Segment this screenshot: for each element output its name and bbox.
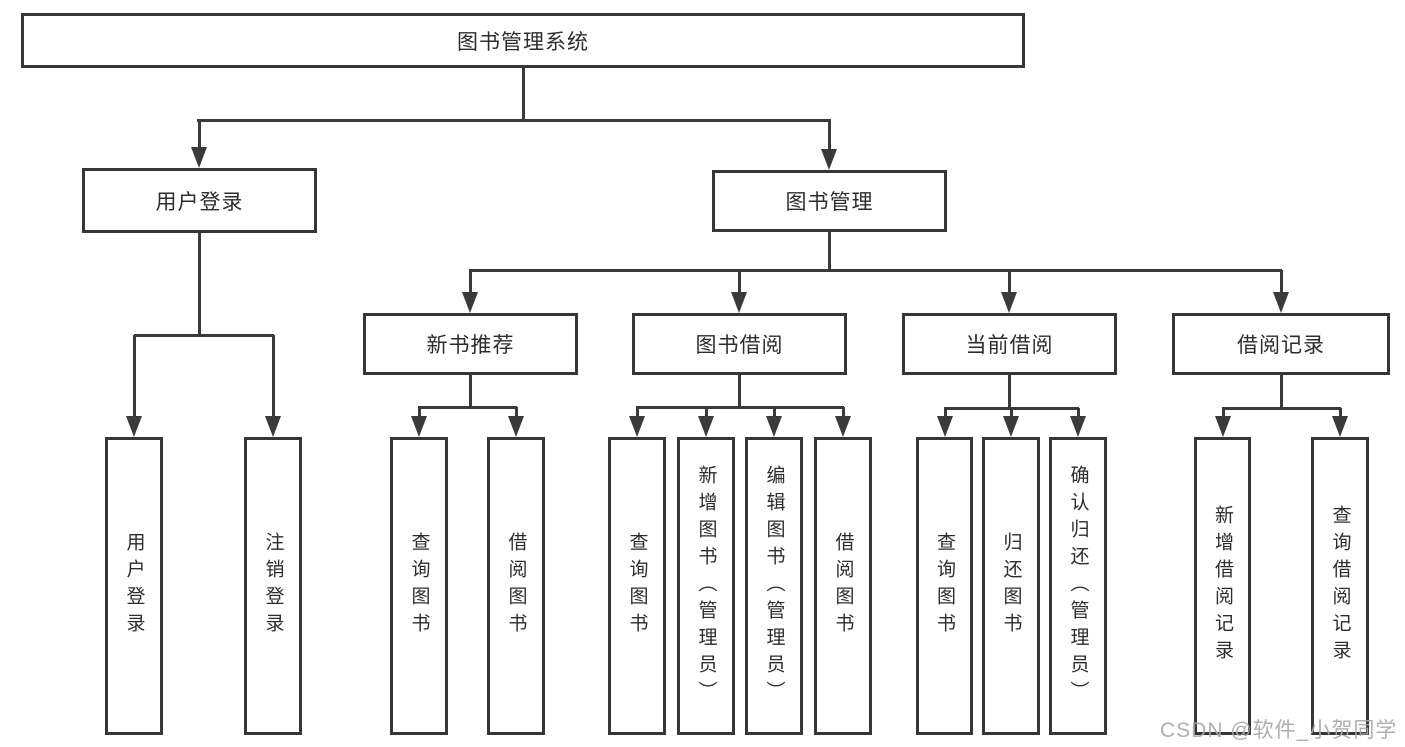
- arrowhead-icon: [1215, 416, 1231, 437]
- connector-line: [773, 407, 776, 418]
- leaf-confirm-return-admin-label: 确认归还（管理员）: [1067, 464, 1089, 708]
- arrowhead-icon: [766, 416, 782, 437]
- connector-line: [1222, 408, 1225, 418]
- arrowhead-icon: [821, 149, 837, 170]
- connector-line: [197, 119, 831, 122]
- leaf-add-books-admin-label: 新增图书（管理员）: [695, 464, 717, 708]
- connector-line: [1008, 270, 1011, 294]
- leaf-add-borrow-record: 新增借阅记录: [1194, 437, 1251, 735]
- connector-line: [1077, 408, 1080, 418]
- connector-line: [515, 407, 518, 418]
- arrowhead-icon: [462, 292, 478, 313]
- leaf-query-books-1-label: 查询图书: [408, 532, 430, 640]
- leaf-query-books-2-label: 查询图书: [626, 532, 648, 640]
- arrowhead-icon: [1273, 292, 1289, 313]
- leaf-borrow-books-2-label: 借阅图书: [832, 532, 854, 640]
- arrowhead-icon: [191, 147, 207, 168]
- connector-line: [469, 375, 472, 407]
- leaf-add-borrow-record-label: 新增借阅记录: [1212, 505, 1233, 667]
- connector-line: [522, 68, 525, 120]
- node-root: 图书管理系统: [21, 13, 1025, 68]
- arrowhead-icon: [629, 416, 645, 437]
- node-user-login: 用户登录: [82, 168, 317, 233]
- arrowhead-icon: [508, 416, 524, 437]
- connector-line: [738, 270, 741, 294]
- arrowhead-icon: [1070, 416, 1086, 437]
- connector-line: [469, 269, 1282, 272]
- node-borrow-records-label: 借阅记录: [1237, 334, 1325, 357]
- leaf-query-borrow-record: 查询借阅记录: [1311, 437, 1369, 735]
- node-book-borrow-label: 图书借阅: [695, 334, 784, 357]
- leaf-add-books-admin: 新增图书（管理员）: [677, 437, 735, 735]
- connector-line: [828, 120, 831, 151]
- arrowhead-icon: [126, 416, 142, 437]
- connector-line: [272, 335, 275, 418]
- connector-line: [134, 334, 274, 337]
- arrowhead-icon: [937, 416, 953, 437]
- leaf-query-books-3: 查询图书: [916, 437, 973, 735]
- arrowhead-icon: [411, 416, 427, 437]
- connector-line: [842, 407, 845, 418]
- connector-line: [1339, 408, 1342, 418]
- arrowhead-icon: [1003, 416, 1019, 437]
- connector-line: [1222, 407, 1341, 410]
- connector-line: [1280, 375, 1283, 408]
- watermark: CSDN @软件_小贺同学: [1160, 719, 1398, 742]
- connector-line: [469, 270, 472, 294]
- leaf-borrow-books-2: 借阅图书: [814, 437, 872, 735]
- connector-line: [944, 407, 1079, 410]
- connector-line: [636, 407, 639, 418]
- node-current-borrow: 当前借阅: [902, 313, 1117, 375]
- connector-line: [1280, 270, 1283, 294]
- leaf-logout-label: 注销登录: [262, 532, 284, 640]
- arrowhead-icon: [731, 292, 747, 313]
- connector-line: [1010, 408, 1013, 418]
- node-borrow-records: 借阅记录: [1172, 313, 1390, 375]
- leaf-borrow-books-1-label: 借阅图书: [505, 532, 527, 640]
- connector-line: [198, 233, 201, 335]
- leaf-user-login-label: 用户登录: [123, 532, 145, 640]
- node-current-borrow-label: 当前借阅: [965, 334, 1054, 357]
- arrowhead-icon: [835, 416, 851, 437]
- connector-line: [1008, 375, 1011, 408]
- connector-line: [418, 407, 421, 418]
- leaf-user-login: 用户登录: [105, 437, 163, 735]
- node-new-book-recommend: 新书推荐: [363, 313, 578, 375]
- connector-line: [198, 120, 201, 149]
- leaf-query-books-3-label: 查询图书: [934, 532, 955, 640]
- leaf-confirm-return-admin: 确认归还（管理员）: [1049, 437, 1107, 735]
- arrowhead-icon: [1332, 416, 1348, 437]
- leaf-query-borrow-record-label: 查询借阅记录: [1329, 505, 1351, 667]
- node-new-book-recommend-label: 新书推荐: [426, 334, 515, 357]
- connector-line: [828, 232, 831, 270]
- leaf-edit-books-admin: 编辑图书（管理员）: [745, 437, 803, 735]
- leaf-query-books-2: 查询图书: [608, 437, 666, 735]
- arrowhead-icon: [265, 416, 281, 437]
- connector-line: [944, 408, 947, 418]
- node-user-login-label: 用户登录: [155, 190, 244, 214]
- leaf-return-books-label: 归还图书: [1000, 532, 1022, 640]
- connector-line: [636, 406, 844, 409]
- connector-line: [418, 406, 517, 409]
- leaf-return-books: 归还图书: [982, 437, 1040, 735]
- connector-line: [738, 375, 741, 407]
- arrowhead-icon: [698, 416, 714, 437]
- leaf-query-books-1: 查询图书: [390, 437, 448, 735]
- node-book-management: 图书管理: [712, 170, 947, 232]
- leaf-edit-books-admin-label: 编辑图书（管理员）: [763, 464, 785, 708]
- connector-line: [705, 407, 708, 418]
- node-book-borrow: 图书借阅: [632, 313, 847, 375]
- leaf-borrow-books-1: 借阅图书: [487, 437, 545, 735]
- arrowhead-icon: [1001, 292, 1017, 313]
- connector-line: [133, 335, 136, 418]
- node-book-management-label: 图书管理: [785, 191, 874, 214]
- leaf-logout: 注销登录: [244, 437, 302, 735]
- node-root-label: 图书管理系统: [457, 30, 589, 54]
